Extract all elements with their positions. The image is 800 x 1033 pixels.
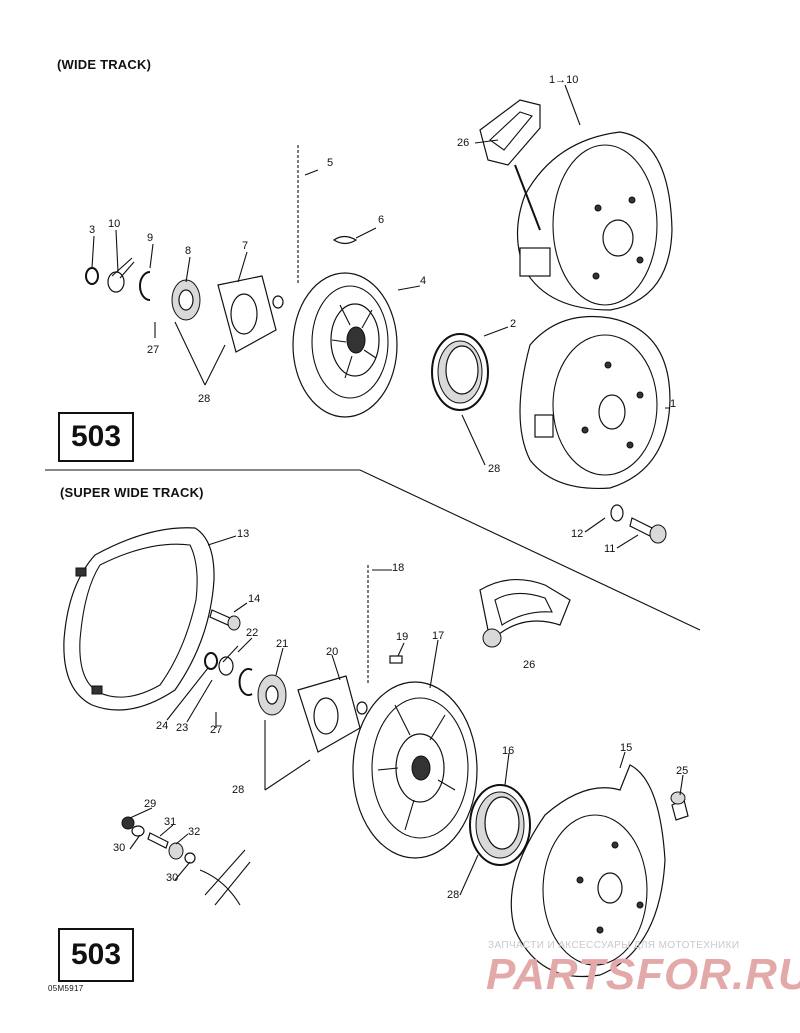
part-callout: 29 bbox=[144, 798, 157, 810]
part-callout: 26 bbox=[457, 137, 470, 149]
sheave-17-part bbox=[352, 681, 478, 859]
watermark-tagline: ЗАПЧАСТИ И АКСЕССУАРЫ ДЛЯ МОТОТЕХНИКИ bbox=[488, 940, 740, 951]
part-callout: 30 bbox=[166, 872, 179, 884]
rope-sheave-part bbox=[292, 272, 398, 418]
bolt-14-part bbox=[209, 609, 241, 631]
part-callout: 24 bbox=[156, 720, 169, 732]
part-callout: 21 bbox=[276, 638, 289, 650]
key-19-part bbox=[389, 655, 403, 664]
part-callout: 6 bbox=[378, 214, 385, 226]
clip-part bbox=[139, 271, 151, 301]
bolt-25-part bbox=[670, 791, 689, 821]
handle-26-part bbox=[479, 578, 571, 648]
housing-15-part bbox=[510, 764, 666, 978]
part-callout: 20 bbox=[326, 646, 339, 658]
section-divider bbox=[45, 469, 701, 631]
ring-16-part bbox=[469, 784, 531, 866]
part-callout: 27 bbox=[210, 724, 223, 736]
part-callout: 25 bbox=[676, 765, 689, 777]
part-callout: 7 bbox=[242, 240, 249, 252]
spring-cassette-part bbox=[217, 275, 284, 353]
part-callout: 26 bbox=[523, 659, 536, 671]
housing-part bbox=[519, 315, 671, 490]
part-callout: 8 bbox=[185, 245, 192, 257]
part-callout: 17 bbox=[432, 630, 445, 642]
section-heading-super-wide-track: (SUPER WIDE TRACK) bbox=[60, 485, 204, 500]
part-callout: 2 bbox=[510, 318, 517, 330]
part-callout: 28 bbox=[198, 393, 211, 405]
key-part bbox=[332, 235, 358, 245]
snap-ring-part bbox=[85, 267, 99, 285]
part-callout: 19 bbox=[396, 631, 409, 643]
part-callout: 32 bbox=[188, 826, 201, 838]
part-callout: 15 bbox=[620, 742, 633, 754]
pawl-part bbox=[171, 279, 201, 321]
pawl-spring-part bbox=[107, 257, 135, 293]
part-callout: 4 bbox=[420, 275, 427, 287]
part-callout: 27 bbox=[147, 344, 160, 356]
handle-part bbox=[479, 99, 541, 231]
part-callout: 13 bbox=[237, 528, 250, 540]
pawl-spring-22-part bbox=[218, 645, 239, 676]
ratchet-ring-part bbox=[431, 333, 489, 411]
guard-frame-part bbox=[63, 527, 215, 711]
washer-part bbox=[610, 504, 624, 522]
part-callout: 3 bbox=[89, 224, 96, 236]
part-callout: 1→10 bbox=[549, 74, 579, 86]
part-callout: 31 bbox=[164, 816, 177, 828]
part-callout: 12 bbox=[571, 528, 584, 540]
snap-ring-24-part bbox=[204, 652, 218, 670]
diagram-code: 05M5917 bbox=[48, 984, 84, 993]
part-callout: 28 bbox=[447, 889, 460, 901]
bolt-part bbox=[629, 517, 667, 544]
section-heading-wide-track: (WIDE TRACK) bbox=[57, 57, 152, 72]
small-hardware-parts bbox=[121, 816, 196, 864]
part-callout: 1 bbox=[670, 398, 677, 410]
starter-assembly-part bbox=[516, 131, 673, 311]
part-callout: 18 bbox=[392, 562, 405, 574]
part-callout: 11 bbox=[604, 543, 616, 555]
part-callout: 10 bbox=[108, 218, 121, 230]
part-callout: 22 bbox=[246, 627, 259, 639]
pawl-21-part bbox=[257, 674, 287, 716]
part-callout: 5 bbox=[327, 157, 334, 169]
watermark-brand: PARTSFOR.RU bbox=[486, 950, 800, 999]
page-number-box: 503 bbox=[58, 412, 134, 462]
sketch-marks bbox=[199, 849, 251, 906]
page-number-box: 503 bbox=[58, 928, 134, 982]
part-callout: 16 bbox=[502, 745, 515, 757]
part-callout: 30 bbox=[113, 842, 126, 854]
part-callout: 23 bbox=[176, 722, 189, 734]
part-callout: 14 bbox=[248, 593, 261, 605]
cassette-20-part bbox=[297, 675, 368, 753]
part-callout: 28 bbox=[232, 784, 245, 796]
part-callout: 28 bbox=[488, 463, 501, 475]
part-callout: 9 bbox=[147, 232, 154, 244]
clip-23-part bbox=[238, 668, 253, 696]
